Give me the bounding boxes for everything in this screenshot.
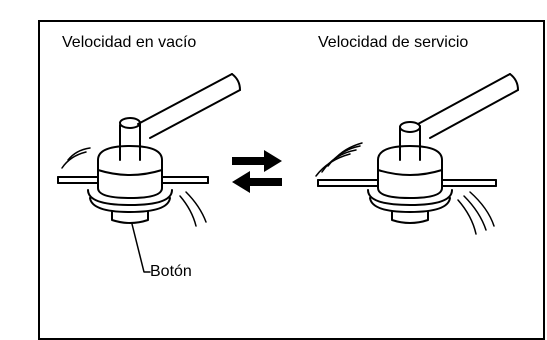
right-motion-marks (315, 142, 495, 235)
working-speed-label: Velocidad de servicio (318, 34, 469, 51)
left-hub (87, 145, 173, 224)
right-shaft (417, 73, 519, 139)
left-cutting-line (57, 176, 209, 184)
idle-speed-label: Velocidad en vacío (62, 34, 197, 51)
button-callout-line (131, 223, 151, 273)
right-hub (367, 145, 453, 224)
right-cap (399, 121, 421, 161)
left-shaft (137, 73, 241, 139)
button-callout-label: Botón (150, 263, 192, 280)
trimmer-head-diagram (57, 73, 519, 273)
arrow-right-icon (232, 150, 282, 172)
left-cap (119, 117, 141, 161)
right-cutting-line (317, 179, 497, 187)
arrow-left-icon (232, 171, 282, 193)
left-motion-marks (61, 147, 207, 227)
